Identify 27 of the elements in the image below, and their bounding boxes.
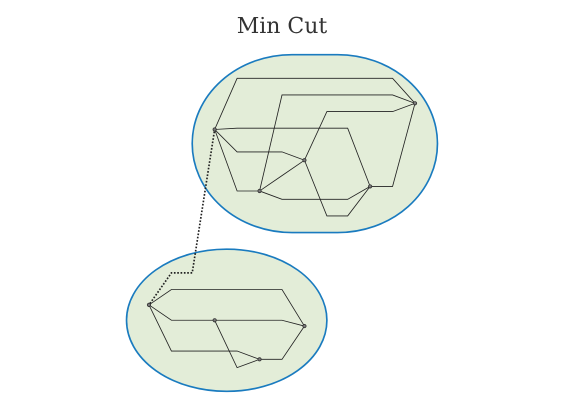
connector bbox=[260, 327, 304, 360]
connector bbox=[214, 130, 258, 192]
node-circle bbox=[146, 302, 152, 307]
node-circle bbox=[212, 127, 217, 132]
connector bbox=[216, 128, 370, 186]
connector bbox=[215, 130, 304, 160]
connector bbox=[260, 160, 304, 190]
connector bbox=[260, 186, 370, 200]
connector bbox=[150, 289, 304, 326]
connector bbox=[150, 305, 214, 321]
node-circle bbox=[212, 318, 217, 322]
title: Min Cut bbox=[236, 14, 328, 39]
node-circle bbox=[368, 184, 372, 188]
node-circle bbox=[302, 324, 307, 328]
node-circle bbox=[412, 101, 418, 106]
connector bbox=[149, 130, 216, 304]
connector bbox=[216, 320, 304, 326]
connector bbox=[304, 161, 370, 216]
node-circle bbox=[257, 188, 262, 194]
connector bbox=[371, 104, 415, 187]
connector bbox=[214, 78, 414, 128]
node-circle bbox=[257, 357, 262, 362]
connector bbox=[304, 103, 414, 160]
connector bbox=[260, 94, 414, 190]
connector bbox=[214, 321, 258, 368]
node-circle bbox=[302, 158, 307, 162]
connector bbox=[149, 306, 258, 360]
